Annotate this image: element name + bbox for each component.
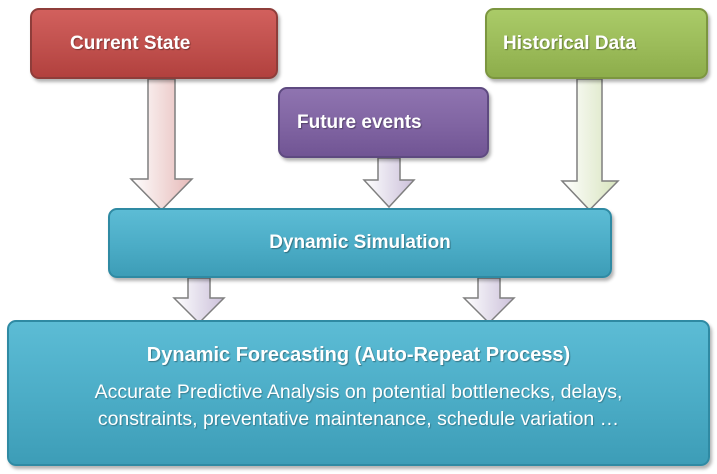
node-dynamic-forecasting: Dynamic Forecasting (Auto-Repeat Process… [7,320,710,466]
arrow-future-to-simulation [362,157,416,209]
node-future-events: Future events [278,87,489,158]
node-current-state: Current State [30,8,278,79]
node-historical-data: Historical Data [485,8,708,79]
node-dynamic-simulation-label: Dynamic Simulation [269,232,451,253]
arrow-current-to-simulation [129,78,194,212]
node-dynamic-simulation: Dynamic Simulation [108,208,612,278]
forecast-description-line-2: constraints, preventative maintenance, s… [97,408,620,430]
node-current-state-label: Current State [70,32,191,54]
arrow-simulation-to-forecast-left [172,277,226,325]
arrow-historical-to-simulation [560,78,620,212]
forecast-title: Dynamic Forecasting (Auto-Repeat Process… [146,344,571,366]
forecast-description-line-1: Accurate Predictive Analysis on potentia… [94,381,623,403]
arrow-simulation-to-forecast-right [462,277,516,325]
node-historical-data-label: Historical Data [503,32,637,54]
forecast-description: Accurate Predictive Analysis on potentia… [95,379,623,433]
node-future-events-label: Future events [297,111,422,133]
